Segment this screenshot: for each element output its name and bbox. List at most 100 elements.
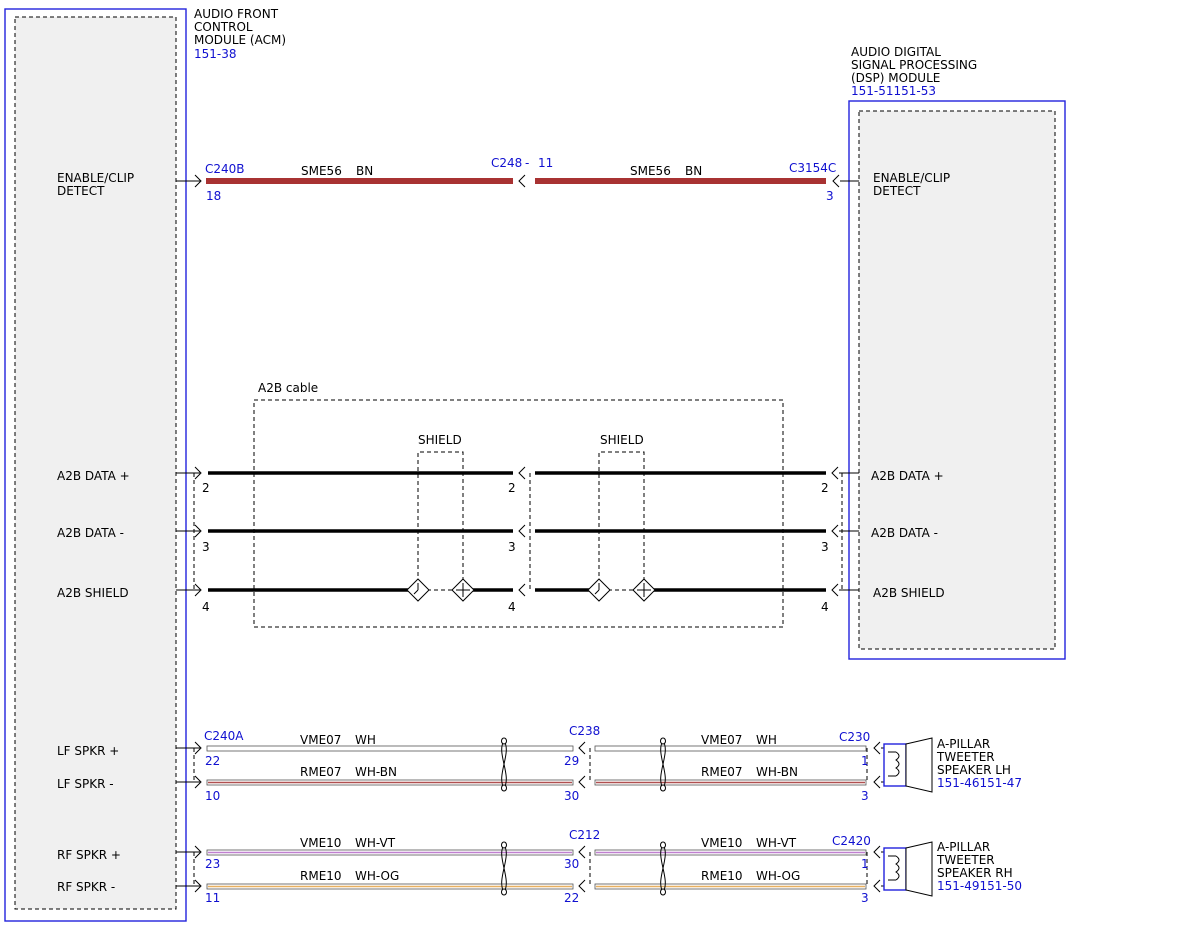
shield-termination [451,578,475,602]
acm-title-1: AUDIO FRONT [194,7,279,21]
rf-minus-circuit-left: RME10 [300,869,342,883]
a2b-pin-right: 4 [821,600,829,614]
lf-minus-color-left: WH-BN [355,765,397,779]
enable-pin-left: 18 [206,189,221,203]
dsp-a2b-label: A2B SHIELD [873,586,945,600]
rf-plus-color-left: WH-VT [355,836,396,850]
lf-plus-pin-left: 22 [205,754,220,768]
rf-conn-mid[interactable]: C212 [569,828,600,842]
rf-speaker-circuit: C212 C2420 RF SPKR + VME10 WH-VT VME10 W… [57,828,1022,905]
shield-termination [632,578,656,602]
lf-minus-circuit-left: RME07 [300,765,342,779]
dsp-a2b-label: A2B DATA - [871,526,938,540]
twist-marker [660,737,666,792]
enable-circuit-left: SME56 [301,164,342,178]
dsp-enable-label-2: DETECT [873,184,921,198]
dsp-module: AUDIO DIGITAL SIGNAL PROCESSING (DSP) MO… [848,45,1066,660]
acm-ref[interactable]: 151-38 [194,47,237,61]
enable-color-left: BN [356,164,373,178]
enable-circuit-right: SME56 [630,164,671,178]
lf-row-minus: LF SPKR - RME07 WH-BN RME07 WH-BN 10 30 … [57,765,888,803]
lf-conn-mid[interactable]: C238 [569,724,600,738]
rf-plus-pin-right: 1 [861,857,869,871]
shield-termination [587,578,611,602]
a2b-cable-label: A2B cable [258,381,318,395]
a2b-row-shield: A2B SHIELD A2B SHIELD [57,578,945,614]
shield-label-1: SHIELD [418,433,462,447]
enable-circuit: ENABLE/CLIP DETECT ENABLE/CLIP DETECT C2… [57,156,950,203]
twist-marker [501,841,507,896]
speaker-lh-label-2: TWEETER [936,750,995,764]
rf-minus-color-right: WH-OG [756,869,800,883]
enable-wire-left [206,178,513,184]
lf-plus-pin-right: 1 [861,754,869,768]
lf-minus-pin-left: 10 [205,789,220,803]
enable-wire-right [535,178,826,184]
dsp-enable-label-1: ENABLE/CLIP [873,171,950,185]
a2b-pin-mid: 2 [508,481,516,495]
enable-pin-right: 3 [826,189,834,203]
acm-rf-label: RF SPKR + [57,848,121,862]
speaker-rh-ref[interactable]: 151-49151-50 [937,879,1022,893]
twist-marker [660,841,666,896]
a2b-pin-left: 3 [202,540,210,554]
lf-minus-color-right: WH-BN [756,765,798,779]
a2b-pin-left: 2 [202,481,210,495]
rf-minus-circuit-right: RME10 [701,869,743,883]
lf-plus-circuit-left: VME07 [300,733,341,747]
dsp-title-2: SIGNAL PROCESSING [851,58,977,72]
speaker-rh-icon [883,841,933,897]
acm-enable-label-1: ENABLE/CLIP [57,171,134,185]
rf-plus-circuit-left: VME10 [300,836,341,850]
rf-minus-color-left: WH-OG [355,869,399,883]
speaker-rh-label-3: SPEAKER RH [937,866,1013,880]
lf-plus-pin-mid: 29 [564,754,579,768]
acm-a2b-label: A2B SHIELD [57,586,129,600]
acm-title-3: MODULE (ACM) [194,33,286,47]
a2b-pin-mid: 4 [508,600,516,614]
acm-lf-label: LF SPKR + [57,744,119,758]
dsp-a2b-label: A2B DATA + [871,469,944,483]
rf-plus-pin-left: 23 [205,857,220,871]
lf-plus-color-left: WH [355,733,376,747]
enable-color-right: BN [685,164,702,178]
lf-conn-right[interactable]: C230 [839,730,870,744]
speaker-lh-icon [883,737,933,793]
enable-conn-mid[interactable]: C248 [491,156,522,170]
a2b-row-data-plus: A2B DATA + A2B DATA + 2 2 2 [57,466,944,495]
acm-title-2: CONTROL [194,20,253,34]
enable-conn-left[interactable]: C240B [205,162,245,176]
lf-plus-circuit-right: VME07 [701,733,742,747]
acm-lf-label: LF SPKR - [57,777,114,791]
enable-conn-right[interactable]: C3154C [789,161,836,175]
dsp-title-3: (DSP) MODULE [851,71,940,85]
a2b-pin-mid: 3 [508,540,516,554]
a2b-pin-left: 4 [202,600,210,614]
rf-row-minus: RF SPKR - RME10 WH-OG RME10 WH-OG 11 22 … [57,869,888,905]
rf-conn-right[interactable]: C2420 [832,834,871,848]
speaker-rh-label-2: TWEETER [936,853,995,867]
twist-marker [501,737,507,792]
enable-pin-mid: 11 [538,156,553,170]
lf-speaker-circuit: C240A C238 C230 LF SPKR + VME07 WH VME07… [57,724,1022,803]
acm-a2b-label: A2B DATA + [57,469,130,483]
acm-rf-label: RF SPKR - [57,880,115,894]
a2b-pin-right: 3 [821,540,829,554]
lf-conn-left[interactable]: C240A [204,729,244,743]
speaker-rh-label-1: A-PILLAR [937,840,990,854]
shield-label-2: SHIELD [600,433,644,447]
dsp-ref[interactable]: 151-51151-53 [851,84,936,98]
a2b-pin-right: 2 [821,481,829,495]
acm-module: AUDIO FRONT CONTROL MODULE (ACM) 151-38 [4,7,286,922]
enable-conn-mid-sep: - [525,156,529,170]
lf-plus-color-right: WH [756,733,777,747]
rf-row-plus: RF SPKR + VME10 WH-VT VME10 WH-VT 23 30 … [57,836,888,871]
rf-minus-pin-left: 11 [205,891,220,905]
speaker-lh-ref[interactable]: 151-46151-47 [937,776,1022,790]
lf-minus-pin-right: 3 [861,789,869,803]
speaker-lh-label-1: A-PILLAR [937,737,990,751]
a2b-cable: A2B cable SHIELD SHIELD A2B DATA + A2B D… [57,381,945,628]
rf-plus-pin-mid: 30 [564,857,579,871]
speaker-lh-label-3: SPEAKER LH [937,763,1011,777]
